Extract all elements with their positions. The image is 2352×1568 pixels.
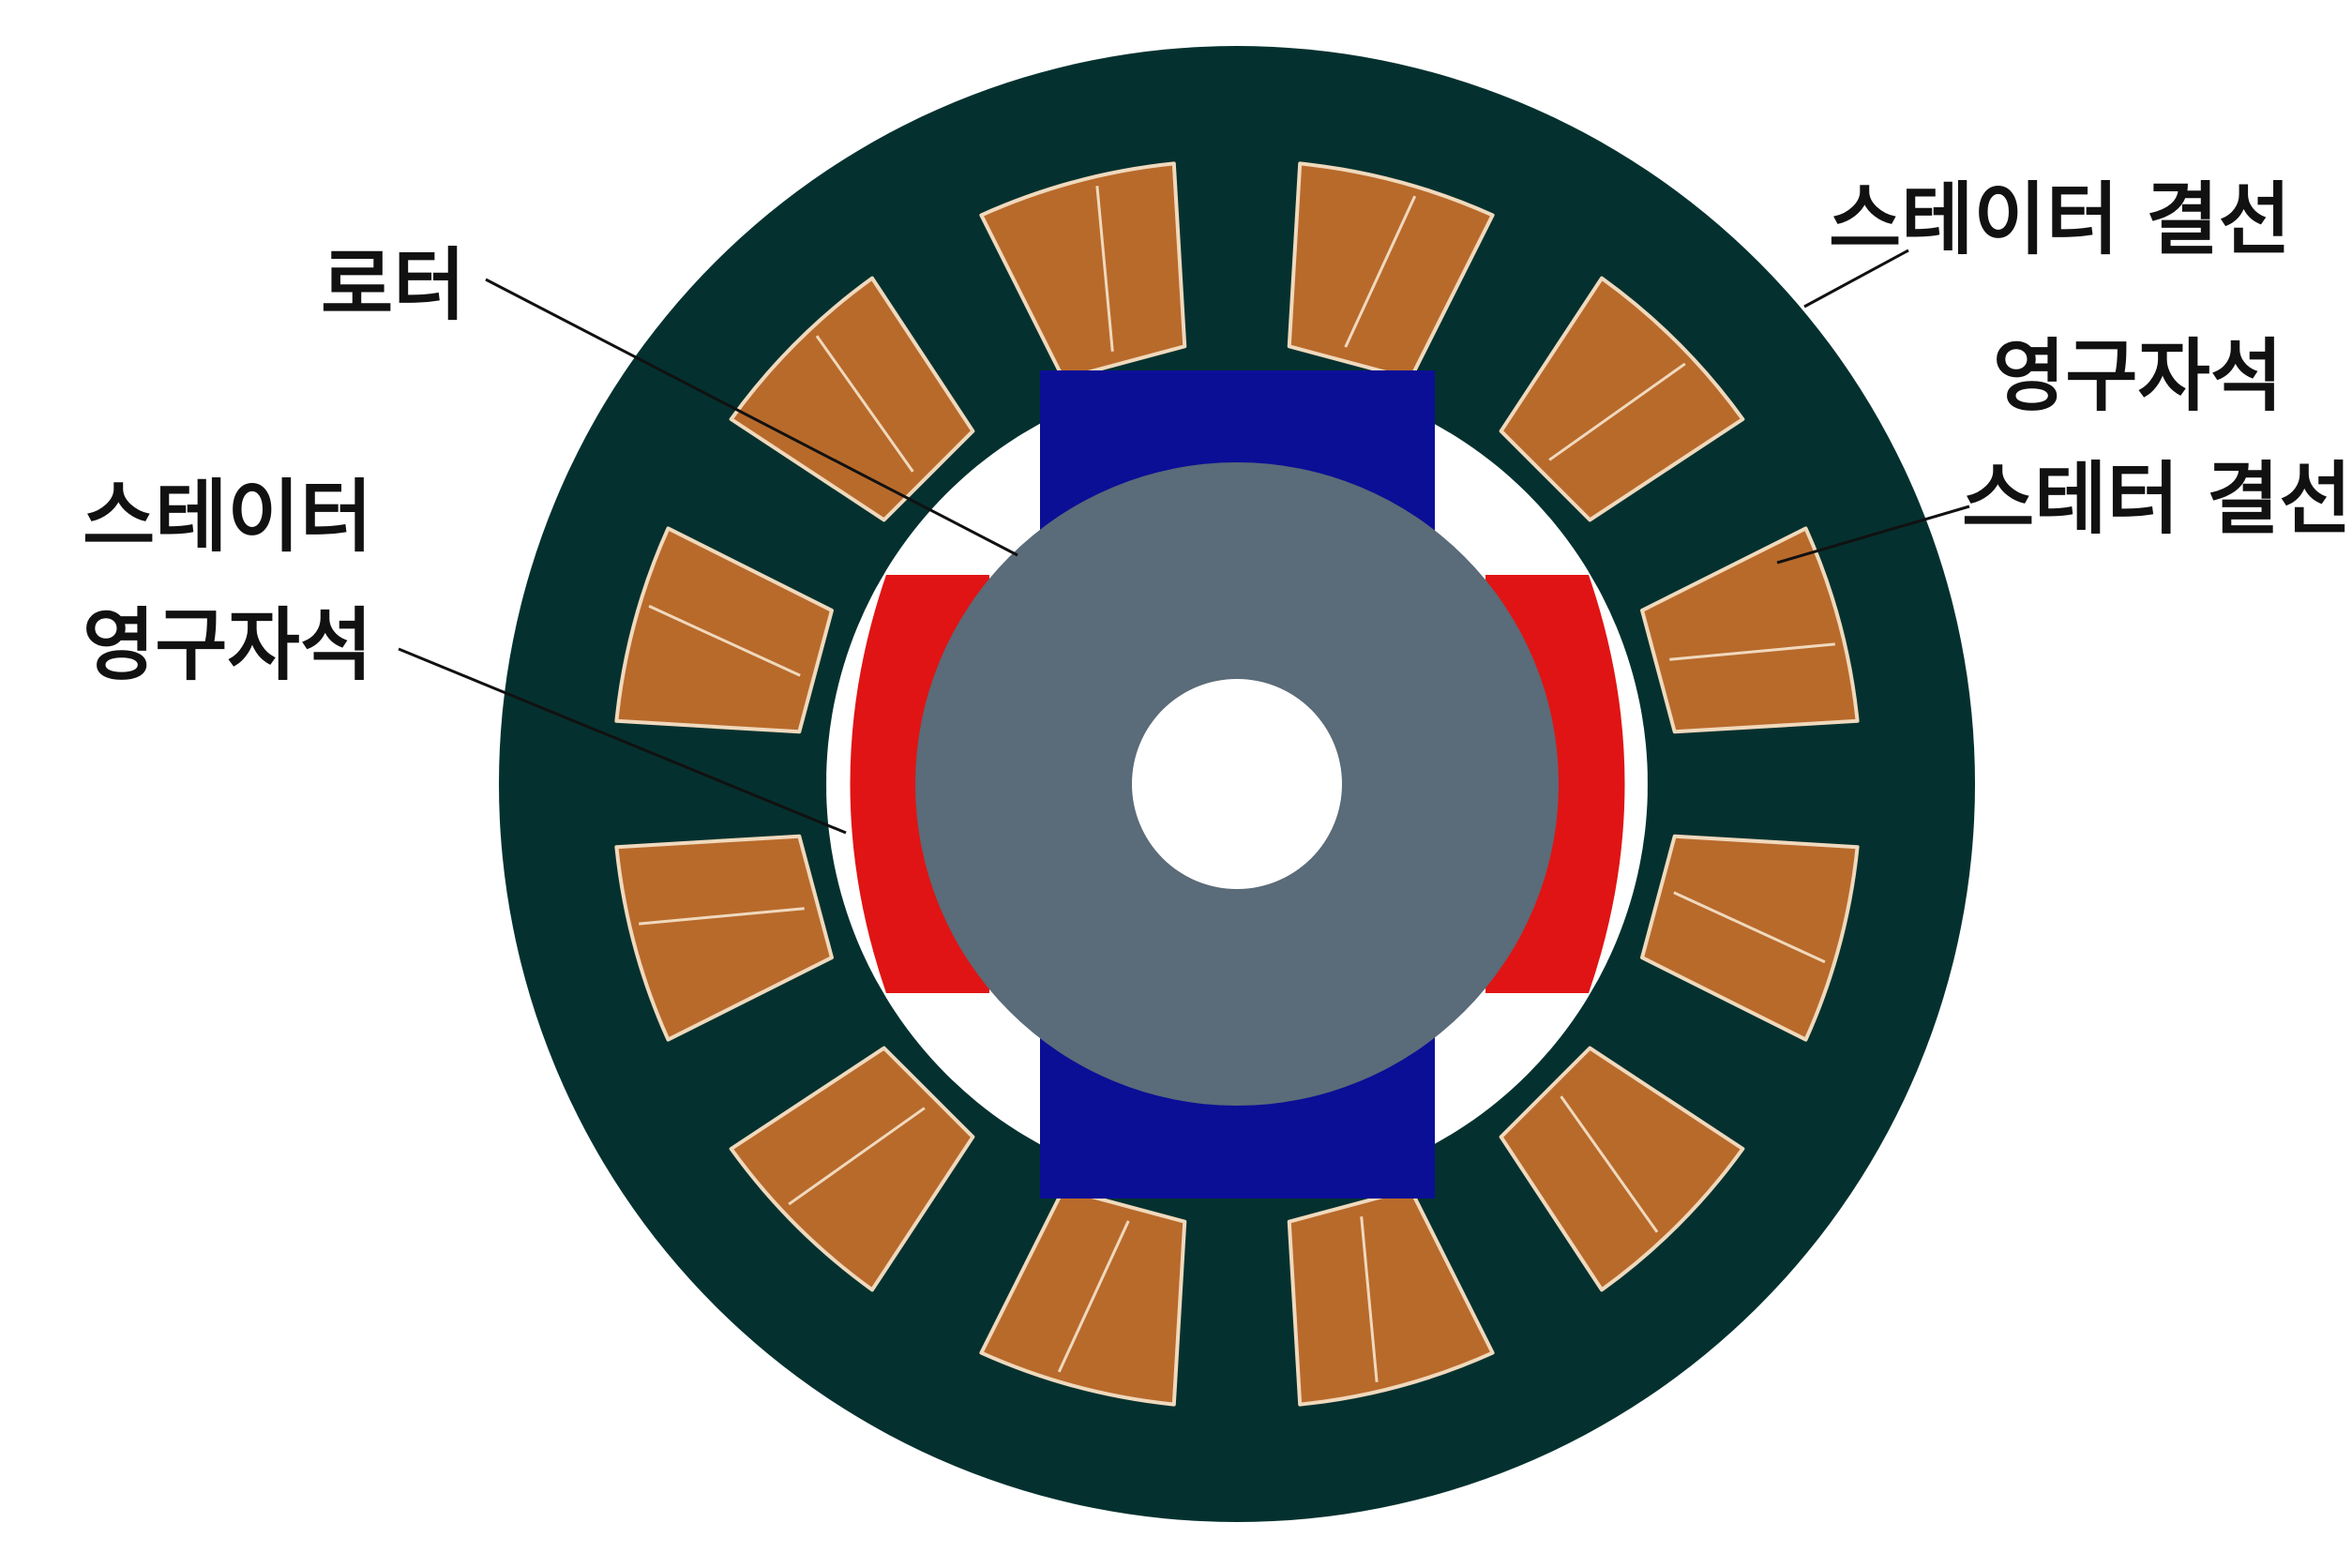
stator-winding-slot [1287,161,1495,381]
stator-winding-slot [614,526,834,734]
label-right-winding-2: 스테터 결선 [1962,453,2352,545]
stator-tooth-tip [1435,398,1466,433]
stator-tooth-tip [1647,775,1678,793]
stator-tooth-tip [851,982,886,1013]
winding-divider [1095,186,1114,352]
stator-winding-slot [979,161,1187,381]
stator-winding-slot [1499,276,1745,522]
label-left-magnet-line1: 스테이터 [83,471,372,563]
winding-divider [1673,891,1826,964]
stator-winding-slot [614,834,834,1042]
label-right-winding: 스테이터 결선 [1829,173,2291,265]
stator-tooth-tip [1588,555,1623,586]
winding-divider [815,335,914,473]
left-magnet-leader-line [398,647,847,835]
stator-winding-slot [1640,834,1860,1042]
stator-tooth-tip [851,555,886,586]
label-left-magnet-line2: 영구자석 [83,599,372,691]
winding-divider [1057,1220,1130,1373]
stator-tooth-tip [1588,982,1623,1013]
stator-winding-slot [1499,1046,1745,1292]
stator-tooth-tip [1435,1135,1466,1170]
stator-winding-slot [1640,526,1860,734]
label-rotor: 로터 [321,239,466,331]
label-right-magnet: 영구자석 [1993,330,2283,422]
stator-tooth-tip [1008,398,1039,433]
stator-tooth-tip [1228,1194,1246,1225]
winding-divider [788,1107,926,1206]
leader-lines [398,249,1970,835]
stator-windings [614,161,1860,1407]
winding-divider [1344,195,1417,348]
stator-winding-slot [979,1187,1187,1407]
stator-tooth-tip [796,775,827,793]
winding-divider [1669,642,1835,661]
shaft-hole [1132,679,1342,889]
winding-divider [1360,1216,1379,1382]
labels: 로터 스테이터 영구자석 스테이터 결선 영구자석 스테터 결선 [83,173,2352,691]
winding-divider [1560,1095,1659,1233]
stator-winding-leader-line [1803,249,1909,309]
winding-divider [639,907,805,926]
stator-tooth-tip [1228,343,1246,374]
stator-winding-slot [1287,1187,1495,1407]
stator-winding-slot [729,1046,975,1292]
right-winding-leader-line [1776,505,1970,565]
winding-divider [648,604,801,677]
winding-divider [1548,362,1686,461]
rotor-leader-line [485,278,1018,557]
stator-tooth-tips [796,343,1678,1225]
stator-tooth-tip [1008,1135,1039,1170]
